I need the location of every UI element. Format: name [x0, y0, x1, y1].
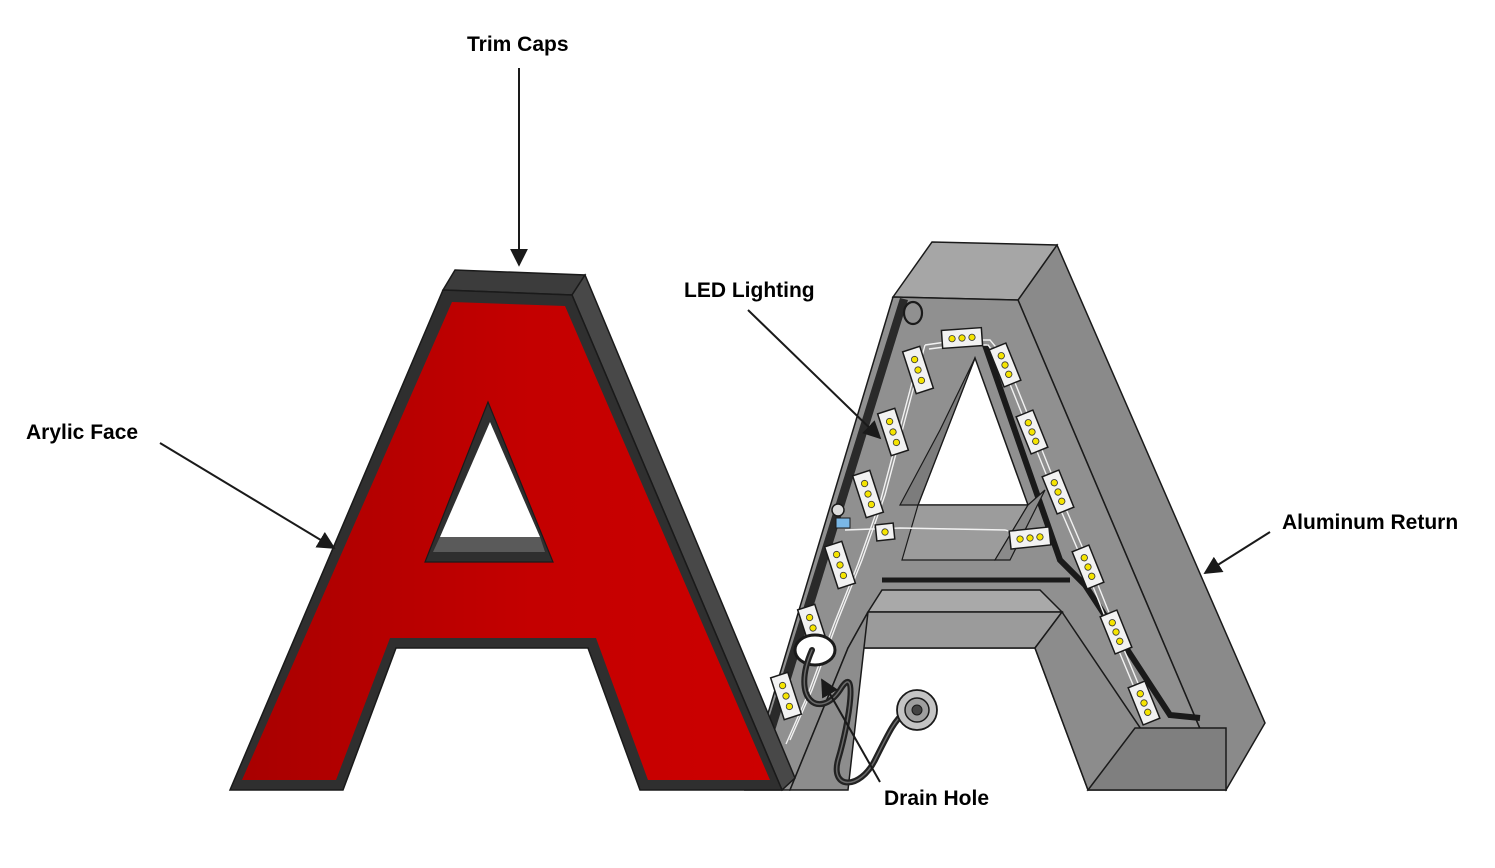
- arrow-acrylic-face: [159, 442, 336, 549]
- conduit-fitting-icon: [896, 689, 938, 731]
- label-led-lighting: LED Lighting: [684, 279, 815, 302]
- arrow-drain-hole: [821, 678, 881, 783]
- screw-icon: [831, 503, 845, 517]
- return-counter-wall-right: [993, 489, 1046, 561]
- label-drain-hole: Drain Hole: [884, 787, 989, 810]
- return-crossbar-top: [866, 589, 1064, 613]
- callout-arrows: [159, 68, 1271, 783]
- face-counter-opening: [440, 422, 540, 537]
- return-crossbar-wall: [846, 611, 1064, 649]
- label-acrylic-face: Arylic Face: [26, 421, 138, 444]
- return-left-channel: [756, 298, 908, 760]
- label-trim-caps: Trim Caps: [467, 33, 569, 56]
- return-leg-bottom: [1086, 727, 1227, 791]
- acrylic-letter: [228, 269, 796, 792]
- arrow-led-lighting: [747, 309, 882, 440]
- label-aluminum-return: Aluminum Return: [1282, 511, 1458, 534]
- arrow-aluminum-return: [1203, 531, 1271, 574]
- aluminum-letter: [743, 241, 1266, 792]
